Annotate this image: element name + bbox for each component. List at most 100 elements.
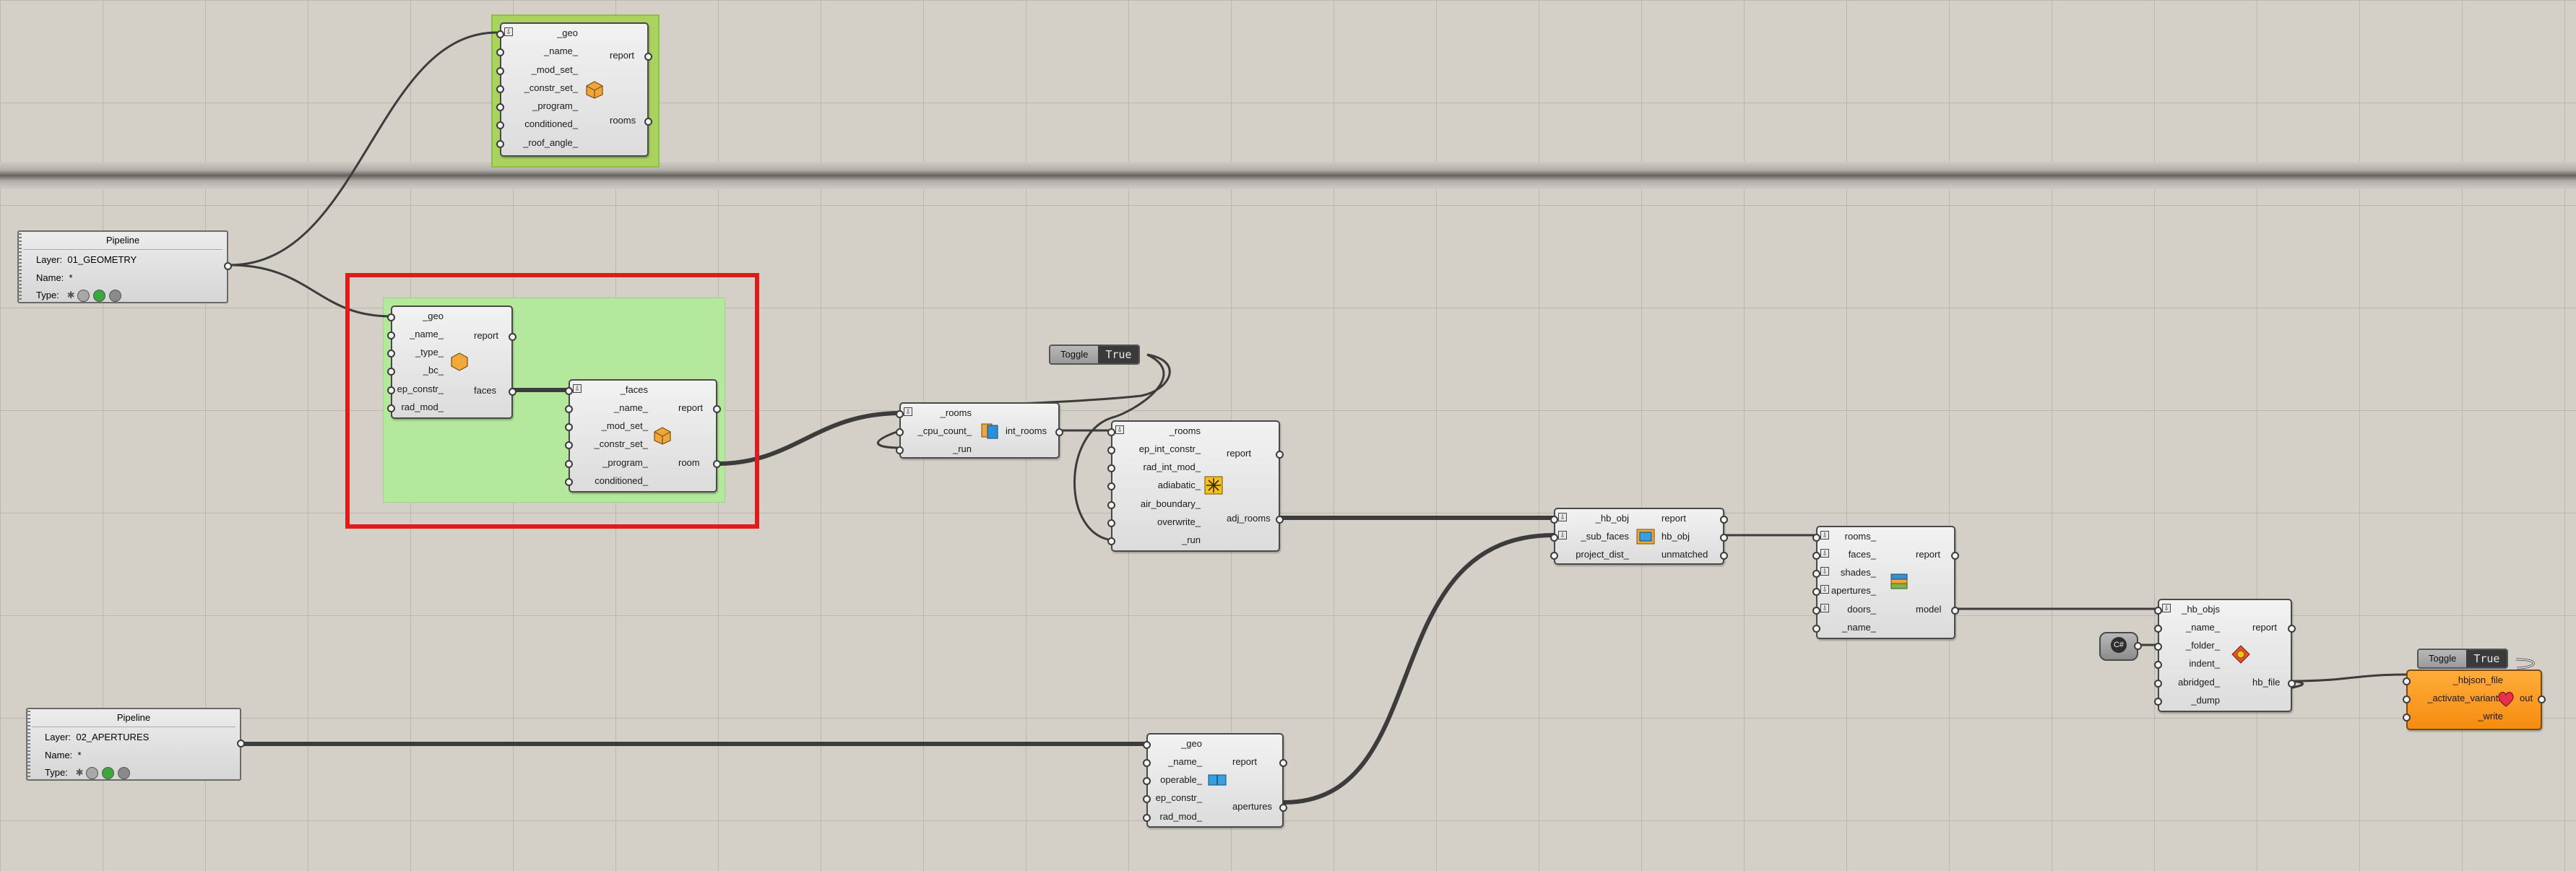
port[interactable] — [1143, 795, 1151, 803]
hb-solve-adjacency-component[interactable]: ⇩ _rooms ep_int_constr_ rad_int_mod_ adi… — [1107, 420, 1284, 552]
port[interactable] — [1107, 501, 1115, 509]
output-unmatched[interactable]: unmatched — [1661, 549, 1708, 560]
port[interactable] — [496, 85, 504, 93]
port[interactable] — [896, 410, 904, 418]
port[interactable] — [896, 446, 904, 454]
input-type[interactable]: _type_ — [415, 347, 444, 358]
port[interactable] — [509, 333, 517, 341]
flatten-icon[interactable]: ⇩ — [1115, 425, 1124, 434]
input-faces[interactable]: faces_ — [1848, 549, 1876, 560]
port[interactable] — [1550, 516, 1558, 524]
output-port[interactable] — [224, 262, 232, 270]
input-apertures[interactable]: apertures_ — [1831, 585, 1876, 596]
port[interactable] — [1720, 552, 1728, 560]
input-mod-set[interactable]: _mod_set_ — [531, 64, 578, 75]
toggle-value[interactable]: True — [2466, 650, 2507, 667]
mesh-type-icon[interactable] — [118, 767, 131, 780]
output-report[interactable]: report — [474, 330, 498, 341]
input-rooms[interactable]: _rooms — [1169, 425, 1201, 436]
flatten-icon[interactable]: ⇩ — [1558, 513, 1567, 521]
port[interactable] — [1055, 428, 1063, 436]
curve-type-icon[interactable] — [86, 767, 99, 780]
pipeline-apertures[interactable]: Pipeline Layer: 02_APERTURES Name: * Typ… — [26, 708, 245, 781]
graft-icon[interactable]: ⇩ — [1558, 531, 1567, 540]
input-folder[interactable]: _folder_ — [2186, 640, 2220, 651]
output-report[interactable]: report — [2252, 622, 2277, 633]
port[interactable] — [1276, 451, 1284, 459]
input-doors[interactable]: doors_ — [1847, 604, 1876, 615]
output-rooms[interactable]: rooms — [610, 115, 636, 126]
output-room[interactable]: room — [678, 457, 700, 468]
input-run[interactable]: _run — [1181, 534, 1201, 545]
input-name[interactable]: _name_ — [614, 402, 648, 413]
port[interactable] — [1107, 537, 1115, 545]
output-out[interactable]: out — [2520, 693, 2533, 703]
port[interactable] — [2288, 680, 2296, 688]
hb-model-component[interactable]: ⇩ ⇩ ⇩ ⇩ ⇩ rooms_ faces_ shades_ aperture… — [1812, 526, 1959, 639]
input-constr-set[interactable]: _constr_set_ — [524, 82, 578, 93]
input-indent[interactable]: indent_ — [2189, 658, 2220, 669]
input-mod-set[interactable]: _mod_set_ — [601, 420, 648, 431]
input-program[interactable]: _program_ — [602, 457, 648, 468]
input-rad-int-mod[interactable]: rad_int_mod_ — [1143, 462, 1201, 472]
input-rad-mod[interactable]: rad_mod_ — [1159, 811, 1202, 822]
input-name[interactable]: _name_ — [410, 329, 444, 339]
input-ep-constr[interactable]: ep_constr_ — [1155, 792, 1202, 803]
port[interactable] — [387, 313, 395, 321]
port[interactable] — [2154, 680, 2162, 688]
flatten-icon[interactable]: ⇩ — [1820, 549, 1829, 558]
port[interactable] — [2538, 696, 2546, 703]
port[interactable] — [387, 404, 395, 412]
port[interactable] — [1812, 625, 1820, 633]
input-hbjson-file[interactable]: _hbjson_file — [2452, 675, 2503, 685]
port[interactable] — [1107, 446, 1115, 454]
input-air-boundary[interactable]: air_boundary_ — [1140, 498, 1201, 509]
port[interactable] — [496, 30, 504, 38]
input-write[interactable]: _write — [2478, 711, 2503, 722]
input-ep-constr[interactable]: ep_constr_ — [397, 384, 444, 394]
output-hb-obj[interactable]: hb_obj — [1661, 531, 1690, 542]
port[interactable] — [2154, 643, 2162, 651]
boolean-toggle[interactable]: Toggle True — [2417, 649, 2509, 669]
hb-room-component[interactable]: ⇩ _faces _name_ _mod_set_ _constr_set_ _… — [565, 379, 721, 493]
port[interactable] — [2288, 625, 2296, 633]
port[interactable] — [1143, 814, 1151, 822]
output-faces[interactable]: faces — [474, 385, 497, 396]
port[interactable] — [1812, 570, 1820, 578]
port[interactable] — [1720, 516, 1728, 524]
port[interactable] — [1951, 607, 1959, 615]
brep-type-icon[interactable] — [93, 290, 106, 303]
port[interactable] — [1812, 534, 1820, 542]
input-activate-variants[interactable]: _activate_variants — [2427, 693, 2503, 703]
port[interactable] — [496, 67, 504, 75]
port[interactable] — [1550, 534, 1558, 542]
boolean-toggle[interactable]: Toggle True — [1049, 344, 1141, 365]
port[interactable] — [1276, 516, 1284, 524]
flatten-icon[interactable]: ⇩ — [1820, 604, 1829, 612]
hb-intersect-solids-component[interactable]: ⇩ _rooms _cpu_count_ _run int_rooms — [896, 402, 1063, 459]
port[interactable] — [1812, 552, 1820, 560]
hbjson-writer-component[interactable]: _hbjson_file _activate_variants _write o… — [2403, 670, 2546, 730]
input-operable[interactable]: operable_ — [1160, 774, 1202, 785]
csharp-script-component[interactable]: C# — [2099, 632, 2142, 661]
port[interactable] — [387, 386, 395, 394]
port[interactable] — [387, 368, 395, 376]
output-apertures[interactable]: apertures — [1232, 801, 1272, 812]
port[interactable] — [1951, 552, 1959, 560]
input-rooms[interactable]: _rooms — [940, 407, 972, 418]
output-hb-file[interactable]: hb_file — [2252, 677, 2281, 688]
point-type-icon[interactable]: ✱ — [66, 290, 75, 300]
port[interactable] — [565, 423, 573, 431]
port[interactable] — [387, 332, 395, 339]
flatten-icon[interactable]: ⇩ — [573, 384, 582, 393]
flatten-icon[interactable]: ⇩ — [1820, 567, 1829, 576]
port[interactable] — [2134, 642, 2142, 650]
flatten-icon[interactable]: ⇩ — [1820, 531, 1829, 540]
pipeline-geometry[interactable]: Pipeline Layer: 01_GEOMETRY Name: * Type… — [17, 230, 232, 303]
toggle-value[interactable]: True — [1098, 346, 1139, 363]
port[interactable] — [2403, 677, 2411, 685]
input-ep-int-constr[interactable]: ep_int_constr_ — [1138, 443, 1201, 454]
port[interactable] — [565, 405, 573, 413]
input-hb-obj[interactable]: _hb_obj — [1595, 513, 1629, 524]
port[interactable] — [896, 428, 904, 436]
